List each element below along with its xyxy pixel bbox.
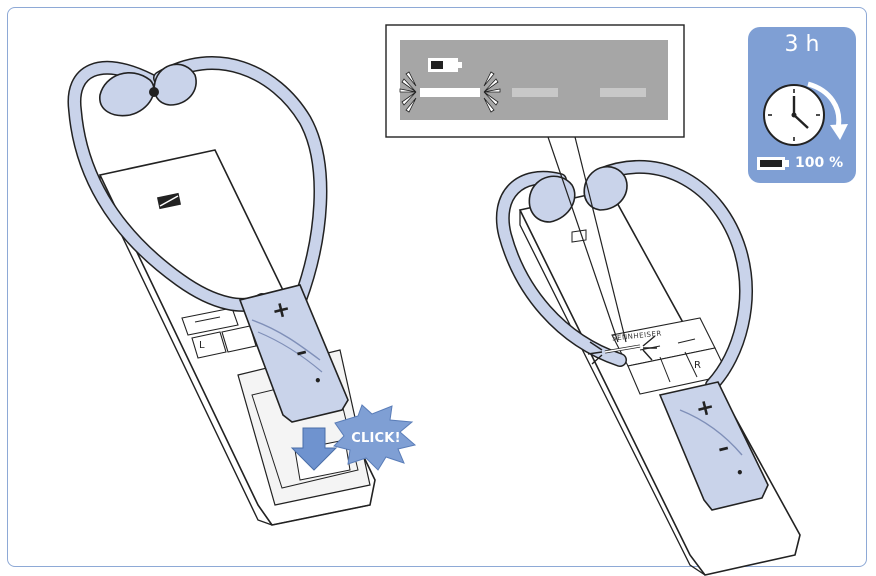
right-dot-key: • xyxy=(736,466,744,480)
right-receiver xyxy=(658,381,769,511)
right-headphones xyxy=(495,159,753,392)
display-callout xyxy=(385,24,685,343)
charge-duration: 3 h xyxy=(784,32,820,57)
left-dot-key: • xyxy=(314,374,322,388)
insert-arrow xyxy=(290,427,338,471)
key-left-label: L xyxy=(199,340,205,351)
device-led-blink xyxy=(587,335,657,365)
click-label: CLICK! xyxy=(351,431,401,446)
right-charging-base xyxy=(518,189,801,576)
charge-time-badge xyxy=(748,27,856,183)
left-receiver xyxy=(238,284,349,423)
key-right-label: R xyxy=(694,360,701,371)
click-burst xyxy=(333,404,417,471)
battery-percentage: 100 % xyxy=(795,155,844,171)
left-base-keys xyxy=(181,307,257,359)
left-headphones xyxy=(67,56,328,312)
